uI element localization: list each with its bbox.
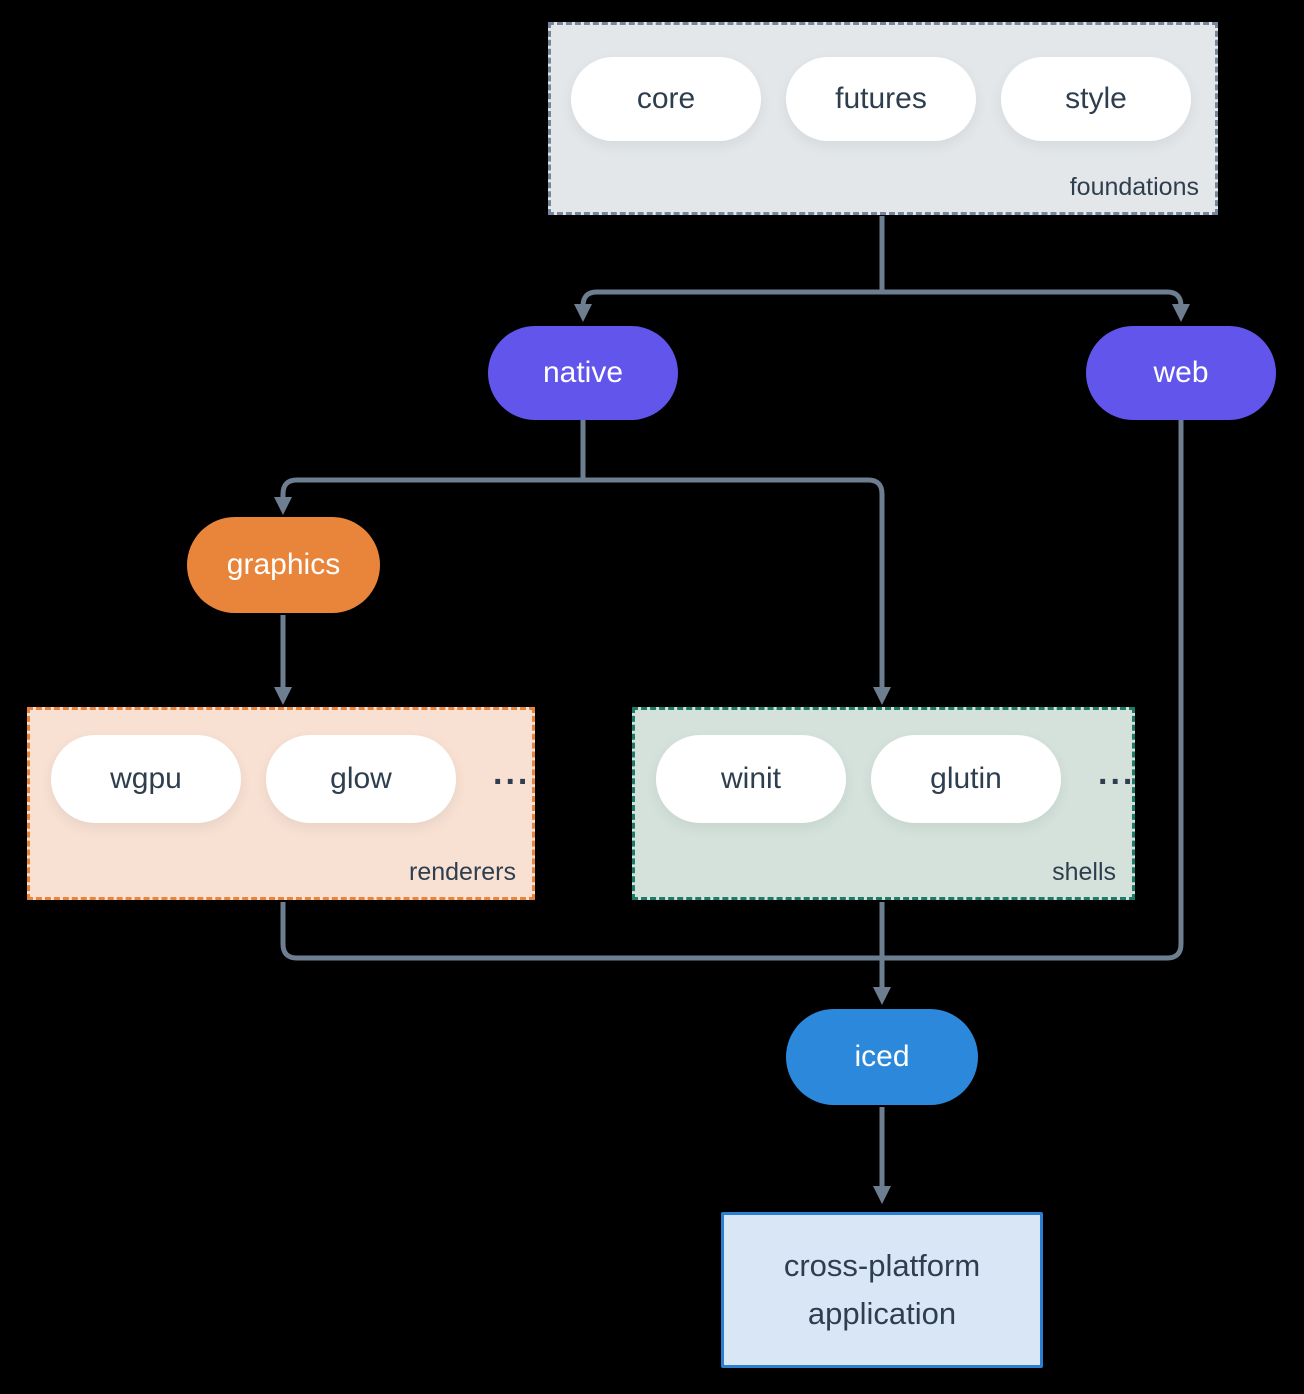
shells-pill-row: winit glutin ... bbox=[656, 735, 1135, 823]
node-native: native bbox=[488, 326, 678, 420]
node-futures: futures bbox=[786, 57, 976, 141]
node-glutin: glutin bbox=[871, 735, 1061, 823]
node-style: style bbox=[1001, 57, 1191, 141]
foundations-group: core futures style foundations bbox=[548, 22, 1218, 215]
renderers-group: wgpu glow ... renderers bbox=[27, 707, 535, 900]
node-graphics: graphics bbox=[187, 517, 380, 613]
edge-renderers-merge bbox=[280, 902, 882, 961]
arrowhead-to-graphics bbox=[274, 497, 292, 515]
node-wgpu: wgpu bbox=[51, 735, 241, 823]
renderers-ellipsis: ... bbox=[493, 753, 531, 792]
node-core: core bbox=[571, 57, 761, 141]
node-glow: glow bbox=[266, 735, 456, 823]
renderers-pill-row: wgpu glow ... bbox=[51, 735, 530, 823]
arrowhead-to-native bbox=[574, 304, 592, 322]
arrowhead-to-iced bbox=[873, 987, 891, 1005]
arrowhead-to-renderers bbox=[274, 687, 292, 705]
cross-platform-application-box: cross-platform application bbox=[721, 1212, 1043, 1368]
shells-group: winit glutin ... shells bbox=[632, 707, 1135, 900]
arrowhead-to-application bbox=[873, 1186, 891, 1204]
arrowhead-to-web bbox=[1172, 304, 1190, 322]
edge-foundations-split bbox=[580, 289, 1184, 307]
shells-label: shells bbox=[1052, 858, 1116, 886]
arrowhead-to-shells bbox=[873, 687, 891, 705]
renderers-label: renderers bbox=[409, 858, 516, 886]
shells-ellipsis: ... bbox=[1098, 753, 1136, 792]
foundations-label: foundations bbox=[1069, 173, 1199, 201]
node-winit: winit bbox=[656, 735, 846, 823]
node-web: web bbox=[1086, 326, 1276, 420]
node-iced: iced bbox=[786, 1009, 978, 1105]
foundations-pill-row: core futures style bbox=[571, 57, 1191, 141]
